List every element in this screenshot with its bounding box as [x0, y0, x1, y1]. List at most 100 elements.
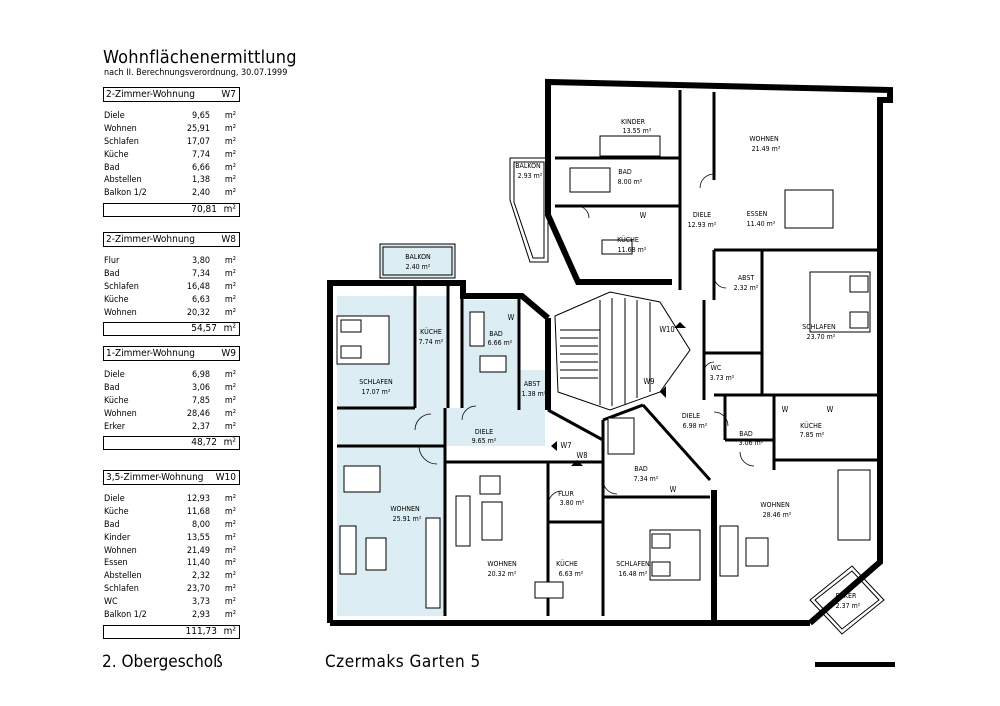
table-header: 1-Zimmer-Wohnung W9	[103, 346, 240, 361]
room-label: WC	[104, 597, 118, 608]
room-label: Flur	[104, 256, 120, 266]
apartment-type: 3,5-Zimmer-Wohnung	[106, 472, 204, 483]
total-area: 111,73	[185, 625, 217, 637]
table-header: 2-Zimmer-Wohnung W7	[103, 87, 240, 102]
area-unit: m²	[224, 545, 236, 556]
svg-text:KÜCHE: KÜCHE	[800, 421, 822, 430]
apartment-type: 2-Zimmer-Wohnung	[106, 234, 195, 245]
room-label: Schlafen	[104, 584, 139, 595]
wall-unit-label: W	[640, 211, 647, 220]
area-unit: m²	[224, 136, 236, 147]
area-unit: m²	[223, 437, 236, 449]
svg-text:ABST: ABST	[738, 274, 755, 282]
area-unit: m²	[224, 123, 236, 134]
svg-text:1.38 m²: 1.38 m²	[522, 390, 547, 398]
area-unit: m²	[224, 281, 236, 292]
area-unit: m²	[224, 268, 236, 279]
room-area: 2,93	[191, 610, 210, 621]
area-unit: m²	[224, 256, 236, 266]
area-unit: m²	[224, 519, 236, 530]
room-wc-w10: WC3.73 m²	[710, 364, 735, 382]
room-area: 20,32	[186, 307, 210, 318]
svg-text:6.98 m²: 6.98 m²	[683, 422, 708, 430]
svg-text:BALKON: BALKON	[405, 253, 431, 261]
svg-text:KÜCHE: KÜCHE	[556, 559, 578, 568]
svg-text:ERKER: ERKER	[836, 592, 857, 600]
svg-text:6.63 m²: 6.63 m²	[559, 570, 584, 578]
balcony-w10	[509, 157, 549, 263]
room-area: 13,55	[186, 532, 210, 543]
room-area: 23,70	[186, 584, 210, 595]
room-area: 16,48	[186, 281, 210, 292]
unit-marker-w10: W10	[659, 325, 674, 334]
apartment-code: W10	[215, 472, 236, 483]
area-unit: m²	[224, 370, 236, 380]
svg-text:21.49 m²: 21.49 m²	[752, 145, 781, 153]
address-label: Czermaks Garten 5	[325, 652, 481, 672]
total-area: 70,81	[191, 204, 217, 216]
svg-text:BAD: BAD	[634, 465, 648, 473]
room-area: 2,37	[191, 421, 210, 432]
room-label: Balkon 1/2	[104, 188, 147, 199]
room-area: 7,74	[191, 149, 210, 160]
room-area: 3,06	[191, 382, 210, 393]
wall-unit-markers: W W W W W	[508, 211, 834, 494]
area-unit: m²	[223, 625, 236, 637]
doors	[414, 173, 755, 506]
table-header: 3,5-Zimmer-Wohnung W10	[103, 470, 240, 485]
svg-text:7.34 m²: 7.34 m²	[634, 475, 659, 483]
unit-markers: W7 W8 W9 W10	[551, 322, 686, 466]
unit-marker-w8: W8	[577, 451, 588, 460]
room-label: Bad	[104, 162, 120, 173]
room-label: Wohnen	[104, 123, 137, 134]
room-area: 8,00	[191, 519, 210, 530]
wall-unit-label: W	[508, 313, 515, 322]
room-bad-w8: BAD 7.34 m²	[634, 465, 659, 483]
svg-text:3.73 m²: 3.73 m²	[710, 374, 735, 382]
area-unit: m²	[224, 111, 236, 121]
svg-text:12.93 m²: 12.93 m²	[688, 221, 717, 229]
room-label: Küche	[104, 149, 129, 160]
page-subtitle: nach II. Berechnungsverordnung, 30.07.19…	[104, 68, 288, 78]
svg-text:9.65 m²: 9.65 m²	[472, 437, 497, 445]
furniture	[336, 135, 871, 609]
table-total: 111,73 m²	[103, 624, 240, 639]
table-header: 2-Zimmer-Wohnung W8	[103, 232, 240, 247]
svg-text:2.40 m²: 2.40 m²	[406, 263, 431, 271]
room-label: Küche	[104, 506, 129, 517]
total-area: 54,57	[191, 323, 217, 335]
floor-label: 2. Obergeschoß	[102, 652, 223, 672]
svg-text:SCHLAFEN: SCHLAFEN	[616, 560, 650, 568]
svg-text:BAD: BAD	[739, 430, 753, 438]
room-area: 28,46	[186, 408, 210, 419]
svg-text:ABST: ABST	[524, 380, 541, 388]
area-unit: m²	[224, 162, 236, 173]
svg-text:WOHNEN: WOHNEN	[760, 501, 790, 509]
